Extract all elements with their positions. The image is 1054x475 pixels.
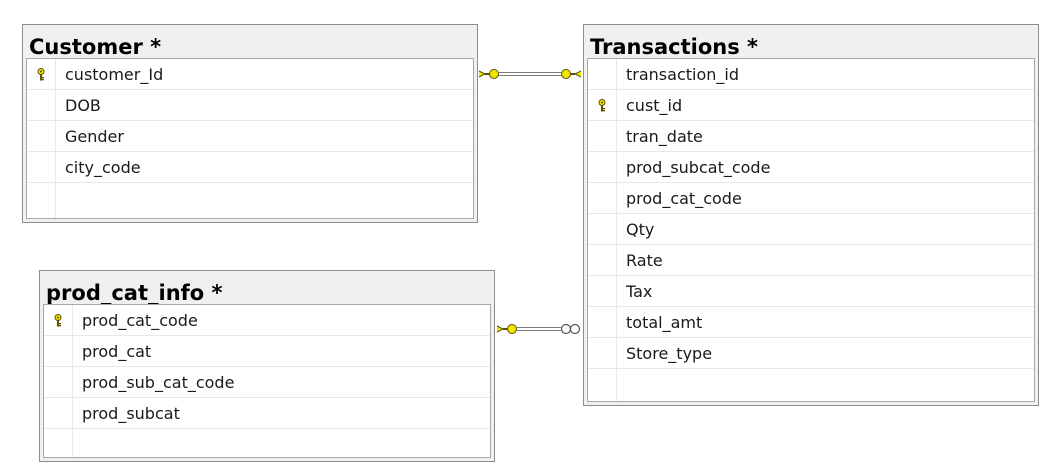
- column-name: prod_subcat: [82, 404, 180, 423]
- column-name: Rate: [626, 251, 663, 270]
- column-name: transaction_id: [626, 65, 739, 84]
- customer-table[interactable]: Customer * customer_Id DOB Gender city_c…: [22, 24, 478, 223]
- gutter-line: [616, 59, 617, 401]
- prod-cat-info-columns: prod_cat_code prod_cat prod_sub_cat_code…: [43, 304, 491, 458]
- relationship-prodcatinfo-transactions[interactable]: [496, 323, 581, 335]
- column-row[interactable]: Tax: [588, 276, 1034, 307]
- column-row[interactable]: Qty: [588, 214, 1034, 245]
- key-end-icon: [561, 69, 582, 79]
- prod-cat-info-table-title: prod_cat_info *: [46, 281, 223, 305]
- column-name: DOB: [65, 96, 101, 115]
- column-name: prod_subcat_code: [626, 158, 771, 177]
- column-row[interactable]: cust_id: [588, 90, 1034, 121]
- column-name: city_code: [65, 158, 141, 177]
- column-name: prod_sub_cat_code: [82, 373, 235, 392]
- column-row[interactable]: Store_type: [588, 338, 1034, 369]
- column-row[interactable]: customer_Id: [27, 59, 473, 90]
- column-name: prod_cat_code: [626, 189, 742, 208]
- column-row[interactable]: prod_cat_code: [588, 183, 1034, 214]
- transactions-table-title: Transactions *: [590, 35, 759, 59]
- customer-table-title: Customer *: [29, 35, 162, 59]
- relationship-customer-transactions[interactable]: [478, 69, 582, 79]
- gutter-line: [72, 305, 73, 457]
- column-row[interactable]: prod_subcat: [44, 398, 490, 429]
- column-row[interactable]: city_code: [27, 152, 473, 183]
- primary-key-icon: [53, 314, 63, 327]
- column-name: customer_Id: [65, 65, 164, 84]
- column-name: Store_type: [626, 344, 713, 363]
- column-row[interactable]: Rate: [588, 245, 1034, 276]
- transactions-table[interactable]: Transactions * transaction_id cust_id tr…: [583, 24, 1039, 406]
- column-row[interactable]: DOB: [27, 90, 473, 121]
- prod-cat-info-table[interactable]: prod_cat_info * prod_cat_code prod_cat p…: [39, 270, 495, 462]
- column-name: cust_id: [626, 96, 683, 115]
- key-end-icon: [478, 69, 499, 79]
- column-row[interactable]: prod_cat: [44, 336, 490, 367]
- column-name: prod_cat: [82, 342, 152, 361]
- column-name: tran_date: [626, 127, 703, 146]
- column-row[interactable]: Gender: [27, 121, 473, 152]
- column-name: Tax: [626, 282, 653, 301]
- column-name: Qty: [626, 220, 655, 239]
- column-name: prod_cat_code: [82, 311, 198, 330]
- customer-columns: customer_Id DOB Gender city_code: [26, 58, 474, 219]
- gutter-line: [55, 59, 56, 218]
- transactions-columns: transaction_id cust_id tran_date prod_su…: [587, 58, 1035, 402]
- column-row[interactable]: prod_cat_code: [44, 305, 490, 336]
- infinity-end-icon: [560, 323, 581, 335]
- key-end-icon: [496, 324, 517, 334]
- column-row[interactable]: transaction_id: [588, 59, 1034, 90]
- column-row[interactable]: total_amt: [588, 307, 1034, 338]
- primary-key-icon: [36, 68, 46, 81]
- column-row[interactable]: prod_subcat_code: [588, 152, 1034, 183]
- column-row[interactable]: tran_date: [588, 121, 1034, 152]
- column-row[interactable]: prod_sub_cat_code: [44, 367, 490, 398]
- column-name: Gender: [65, 127, 124, 146]
- column-name: total_amt: [626, 313, 703, 332]
- primary-key-icon: [597, 99, 607, 112]
